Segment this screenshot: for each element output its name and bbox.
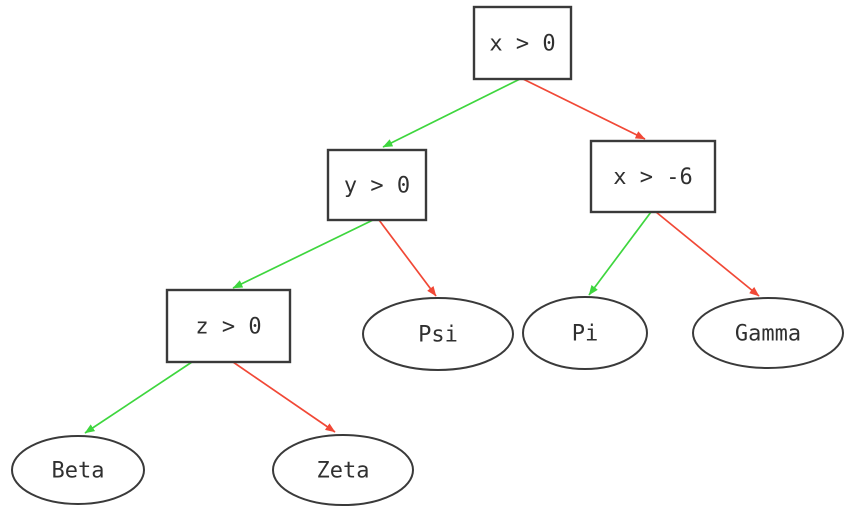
leaf-pi: Pi (522, 296, 648, 370)
node-label: y > 0 (344, 174, 410, 199)
leaf-label: Zeta (317, 459, 370, 484)
leaf-label: Gamma (735, 322, 801, 347)
node-label: x > -6 (613, 165, 692, 190)
edge-y-true-to-z (232, 219, 374, 289)
leaf-ellipse (522, 296, 648, 370)
edges-layer (84, 78, 760, 434)
node-z-gt-0: z > 0 (165, 288, 292, 364)
decision-box (165, 288, 292, 364)
edge-z-false-to-zeta (232, 361, 336, 433)
edge-y-false-to-psi (378, 219, 437, 297)
leaf-label: Pi (572, 322, 599, 347)
leaf-beta: Beta (11, 435, 145, 505)
edge-x6-true-to-pi (588, 211, 652, 296)
node-x-gt-neg6: x > -6 (589, 139, 717, 214)
leaf-ellipse (362, 297, 514, 371)
leaf-label: Beta (52, 459, 105, 484)
edge-root-true-to-y (382, 78, 521, 148)
node-label: z > 0 (195, 315, 261, 340)
node-x-gt-0: x > 0 (472, 5, 573, 81)
leaf-label: Psi (418, 323, 458, 348)
leaf-gamma: Gamma (692, 297, 844, 369)
leaf-zeta: Zeta (272, 434, 414, 506)
leaf-ellipse (11, 435, 145, 505)
leaf-psi: Psi (362, 297, 514, 371)
leaf-ellipse (272, 434, 414, 506)
decision-box (472, 5, 573, 81)
decision-box (589, 139, 717, 214)
edge-x6-false-to-gamma (655, 211, 760, 297)
edge-z-true-to-beta (84, 361, 193, 434)
node-label: x > 0 (489, 32, 555, 57)
edge-root-false-to-x6 (522, 78, 646, 140)
leaf-ellipse (692, 297, 844, 369)
decision-box (326, 148, 428, 222)
node-y-gt-0: y > 0 (326, 148, 428, 222)
